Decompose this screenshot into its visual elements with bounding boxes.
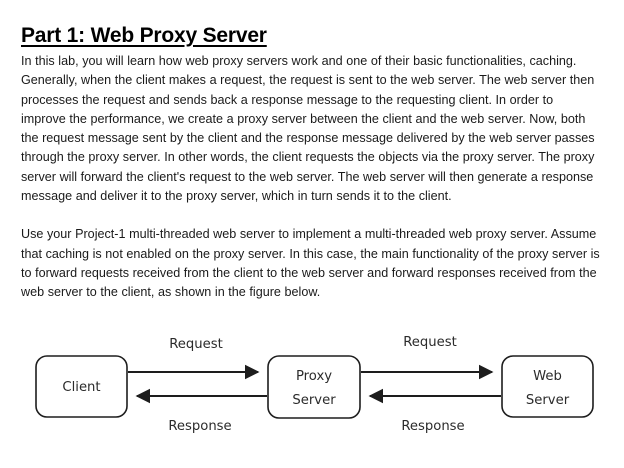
web-server-box bbox=[501, 355, 594, 418]
edge-proxy-to-client: Response bbox=[135, 388, 267, 434]
proxy-flow-diagram: Client Proxy Server Web Server Request bbox=[0, 324, 624, 468]
document-body: In this lab, you will learn how web prox… bbox=[21, 52, 601, 303]
proxy-to-web-label: Request bbox=[403, 335, 457, 350]
proxy-server-label-line2: Server bbox=[292, 393, 336, 408]
proxy-to-client-label: Response bbox=[168, 419, 231, 434]
web-to-proxy-label: Response bbox=[401, 419, 464, 434]
edge-web-to-proxy: Response bbox=[368, 388, 501, 434]
web-server-label-line1: Web bbox=[533, 369, 562, 384]
node-client: Client bbox=[35, 355, 128, 418]
web-server-label-line2: Server bbox=[526, 393, 570, 408]
client-box bbox=[35, 355, 128, 418]
page-title: Part 1: Web Proxy Server bbox=[21, 24, 267, 48]
node-proxy-server: Proxy Server bbox=[267, 355, 361, 419]
client-to-proxy-label: Request bbox=[169, 337, 223, 352]
paragraph-2: Use your Project-1 multi-threaded web se… bbox=[21, 227, 600, 300]
paragraph-1: In this lab, you will learn how web prox… bbox=[21, 54, 595, 204]
client-label: Client bbox=[62, 380, 100, 395]
proxy-server-label-line1: Proxy bbox=[296, 369, 332, 384]
proxy-server-box bbox=[267, 355, 361, 419]
edge-client-to-proxy: Request bbox=[128, 337, 260, 380]
node-web-server: Web Server bbox=[501, 355, 594, 418]
edge-proxy-to-web: Request bbox=[361, 335, 494, 380]
